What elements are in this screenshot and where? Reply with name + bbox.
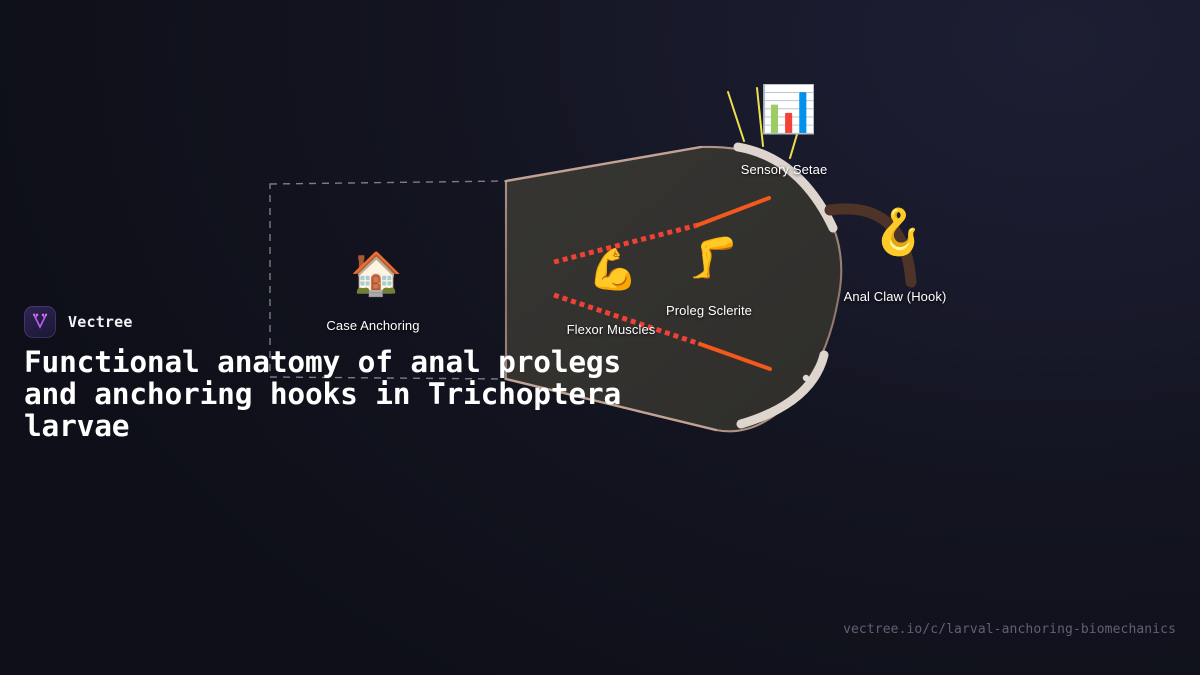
flexor-muscle-line-lower (553, 292, 772, 371)
label-case-anchoring: Case Anchoring (326, 318, 420, 333)
sensory-setae-arc-lower (736, 350, 829, 429)
logo-glyph (32, 313, 48, 329)
anal-claw-arc (824, 203, 917, 288)
house-emoji: 🏠 (350, 249, 403, 298)
source-url: vectree.io/c/larval-anchoring-biomechani… (843, 622, 1176, 637)
sensory-setae-arc (733, 142, 838, 233)
brand-block: Vectree (24, 306, 133, 338)
rim-marker-dot (802, 374, 810, 382)
page-title: Functional anatomy of anal prolegs and a… (24, 345, 622, 443)
body-bottom-edge (504, 377, 718, 432)
label-proleg-sclerite: Proleg Sclerite (665, 303, 753, 318)
hook-emoji: 🪝 (871, 207, 926, 258)
flexed-biceps-emoji: 💪 (588, 247, 638, 293)
anatomy-diagram: 🏠 💪 🦵 📊 🪝 Case Anchoring Flexor Muscles … (269, 82, 947, 433)
brand-name: Vectree (68, 313, 133, 331)
leg-emoji: 🦵 (688, 235, 738, 281)
vectree-v-tree-icon (24, 306, 56, 338)
bar-chart-emoji: 📊 (760, 82, 818, 136)
flexor-muscle-line-upper (553, 196, 771, 265)
label-anal-claw: Anal Claw (Hook) (843, 289, 947, 304)
setae-hairs (727, 87, 807, 159)
label-sensory-setae: Sensory Setae (740, 162, 828, 177)
label-flexor-muscles: Flexor Muscles (566, 322, 656, 337)
body-top-edge (504, 145, 703, 183)
diagram-svg (269, 87, 917, 433)
